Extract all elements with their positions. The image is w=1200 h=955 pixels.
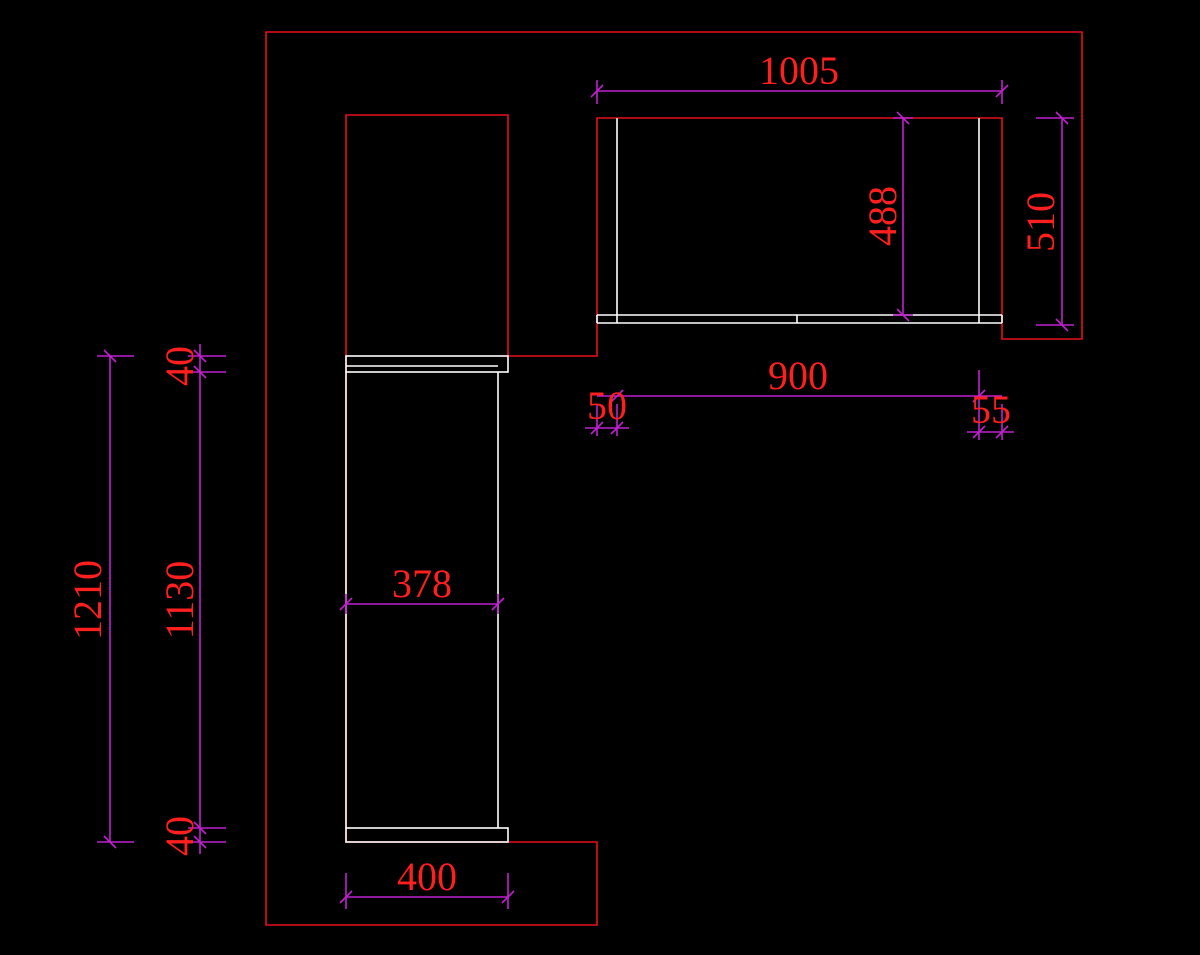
dim-40-top-label: 40 [157, 346, 202, 386]
dim-400-label: 400 [397, 854, 457, 899]
dim-400: 400 [339, 854, 515, 909]
dim-1005-label: 1005 [759, 48, 839, 93]
dim-510: 510 [1018, 111, 1074, 332]
dim-378: 378 [339, 561, 505, 614]
dim-1005: 1005 [590, 48, 1009, 104]
room-outline [265, 31, 1083, 926]
dim-378-label: 378 [392, 561, 452, 606]
dim-510-label: 510 [1018, 192, 1063, 252]
dim-900-label: 900 [768, 353, 828, 398]
dim-1210: 1210 [65, 349, 134, 849]
dim-488-label: 488 [860, 186, 905, 246]
tall-cabinet-bottom-panel [345, 827, 509, 843]
dim-900: 900 50 55 [585, 353, 1014, 440]
tall-cabinet-top-panel [345, 355, 509, 373]
dim-50-label: 50 [587, 383, 627, 428]
dim-40-bottom-label: 40 [157, 816, 202, 856]
dim-1210-label: 1210 [65, 560, 110, 640]
dim-55-label: 55 [971, 387, 1011, 432]
dim-1130-label: 1130 [157, 561, 202, 640]
dim-1130: 1130 40 40 [157, 344, 226, 856]
top-cabinet [596, 118, 1003, 324]
dim-488: 488 [860, 111, 913, 322]
